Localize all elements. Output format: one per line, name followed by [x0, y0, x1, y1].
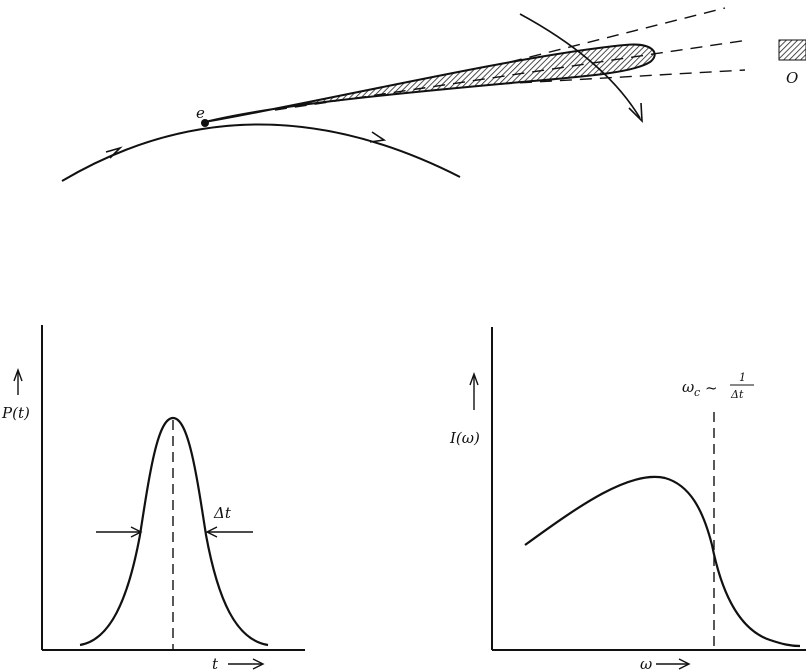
pulse-x-label: t	[212, 655, 219, 672]
spectrum-x-label: ω	[640, 655, 652, 672]
electron-label: e	[196, 104, 205, 122]
observer-label: O	[786, 69, 798, 87]
cutoff-approx: ~	[705, 379, 718, 397]
radiation-cone	[204, 43, 656, 123]
spectrum-plot: I(ω) ω c ~ 1 Δt ω	[449, 327, 806, 672]
cutoff-denominator: Δt	[730, 388, 744, 401]
beam-dashed-lower	[499, 69, 746, 85]
cutoff-label: ω c ~ 1 Δt	[682, 371, 754, 401]
width-arrowhead-left	[130, 526, 143, 538]
width-arrowhead-right	[205, 526, 218, 538]
spectrum-y-arrowhead	[469, 371, 479, 386]
sweep-arrowhead	[628, 102, 643, 124]
sweep-arrow	[519, 13, 641, 119]
cutoff-numerator: 1	[739, 371, 746, 384]
cutoff-symbol: ω	[682, 378, 694, 396]
orbit-diagram: e O	[61, 7, 806, 182]
observer-box	[778, 39, 806, 61]
electron-dot	[201, 119, 209, 127]
pulse-y-label: P(t)	[1, 404, 30, 422]
pulse-y-arrowhead	[13, 367, 23, 382]
cutoff-subscript: c	[694, 386, 700, 399]
electron-orbit	[61, 123, 461, 182]
pulse-width-label: Δt	[213, 504, 232, 522]
pulse-curve	[79, 416, 269, 647]
spectrum-x-arrowhead	[678, 658, 691, 670]
pulse-x-arrowhead	[252, 658, 265, 670]
orbit-arrow-left	[105, 146, 123, 159]
orbit-arrow-right	[369, 131, 387, 143]
spectrum-y-label: I(ω)	[449, 429, 480, 447]
beam-dashed-upper	[509, 7, 726, 63]
spectrum-curve	[524, 475, 801, 648]
pulse-plot: P(t) Δt t	[1, 325, 305, 672]
